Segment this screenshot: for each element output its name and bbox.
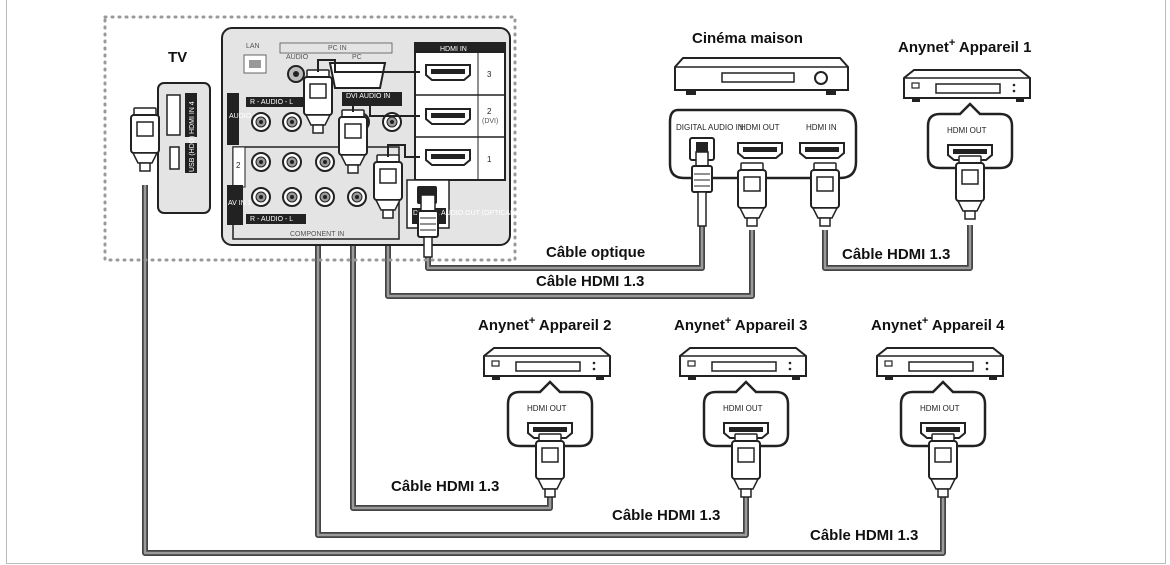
svg-text:3: 3 — [487, 70, 492, 79]
device-3-port-label: HDMI OUT — [723, 404, 763, 413]
cable-hdmi-device1-label: Câble HDMI 1.3 — [842, 246, 950, 263]
cable-hdmi-device2-label: Câble HDMI 1.3 — [391, 478, 499, 495]
device-2: Anynet+ Appareil 2 HDMI OUT — [478, 315, 611, 498]
cinema-hdmi-out-port — [737, 142, 783, 159]
tv-plugs — [130, 69, 439, 258]
svg-text:(DVI): (DVI) — [482, 118, 498, 125]
svg-text:R - AUDIO - L: R - AUDIO - L — [250, 99, 293, 106]
home-cinema-knob — [814, 71, 828, 85]
svg-text:COMPONENT IN: COMPONENT IN — [290, 231, 344, 238]
svg-text:1: 1 — [487, 155, 492, 164]
hdmi-in-2-port — [425, 108, 471, 125]
svg-text:2: 2 — [487, 107, 492, 116]
svg-text:R - AUDIO - L: R - AUDIO - L — [250, 216, 293, 223]
svg-text:DIGITAL AUDIO OUT (OPTICAL): DIGITAL AUDIO OUT (OPTICAL) — [413, 210, 516, 217]
device-2-hdmi-plug — [535, 433, 565, 498]
optical-plug-cinema — [691, 151, 713, 227]
svg-text:2: 2 — [236, 161, 241, 170]
tv-side-panel — [157, 82, 211, 214]
tv-label: TV — [168, 49, 187, 66]
home-cinema: Cinéma maison DIGITAL AUDIO IN HDMI OUT … — [668, 30, 858, 227]
svg-text:AUDIO OUT: AUDIO OUT — [229, 113, 269, 120]
device-1-port-label: HDMI OUT — [947, 126, 987, 135]
svg-text:PC: PC — [352, 54, 362, 61]
device-1-label: Anynet+ Appareil 1 — [898, 37, 1031, 56]
device-3-label: Anynet+ Appareil 3 — [674, 315, 807, 334]
svg-text:AUDIO: AUDIO — [286, 54, 309, 61]
diagram-frame — [6, 0, 1166, 564]
cable-hdmi-cinema-out-label: Câble HDMI 1.3 — [536, 273, 644, 290]
hdmi-in-4-port — [166, 94, 181, 136]
device-3-hdmi-plug — [731, 433, 761, 498]
cable-hdmi-device4-label: Câble HDMI 1.3 — [810, 527, 918, 544]
cinema-hdmi-in-port — [799, 142, 845, 159]
svg-text:HDMI IN 4: HDMI IN 4 — [189, 101, 196, 134]
svg-text:HDMI IN: HDMI IN — [806, 123, 837, 132]
hdmi-in-1-port — [425, 149, 471, 166]
device-2-label: Anynet+ Appareil 2 — [478, 315, 611, 334]
device-1-hdmi-plug — [955, 155, 985, 220]
svg-text:AV IN 1: AV IN 1 — [228, 200, 252, 207]
svg-text:DVI AUDIO IN: DVI AUDIO IN — [346, 93, 390, 100]
svg-text:LAN: LAN — [246, 43, 260, 50]
svg-text:HDMI IN: HDMI IN — [440, 46, 467, 53]
home-cinema-label: Cinéma maison — [692, 30, 803, 47]
cable-hdmi-device3-label: Câble HDMI 1.3 — [612, 507, 720, 524]
optical-plug-tv — [417, 194, 439, 258]
svg-text:USB (HDD): USB (HDD) — [189, 136, 196, 172]
device-2-port-label: HDMI OUT — [527, 404, 567, 413]
svg-text:DIGITAL AUDIO IN: DIGITAL AUDIO IN — [676, 123, 744, 132]
tv-dotted-outline — [103, 15, 517, 262]
usb-port — [169, 146, 180, 170]
device-4-port-label: HDMI OUT — [920, 404, 960, 413]
svg-text:PC IN: PC IN — [328, 45, 347, 52]
hdmi-in-3-port — [425, 64, 471, 81]
cable-labels: Câble optique Câble HDMI 1.3 Câble HDMI … — [391, 244, 950, 544]
svg-text:HDMI OUT: HDMI OUT — [740, 123, 780, 132]
tv-panel: TV HDMI IN 4 USB (HDD) LAN PC IN AUDIO P… — [103, 15, 517, 262]
pc-vga-port — [328, 62, 387, 89]
cable-optical-label: Câble optique — [546, 244, 645, 261]
device-4-hdmi-plug — [928, 433, 958, 498]
device-4: Anynet+ Appareil 4 HDMI OUT — [871, 315, 1005, 498]
device-1: Anynet+ Appareil 1 HDMI OUT — [898, 37, 1031, 220]
device-3: Anynet+ Appareil 3 HDMI OUT — [674, 315, 807, 498]
device-4-label: Anynet+ Appareil 4 — [871, 315, 1005, 334]
